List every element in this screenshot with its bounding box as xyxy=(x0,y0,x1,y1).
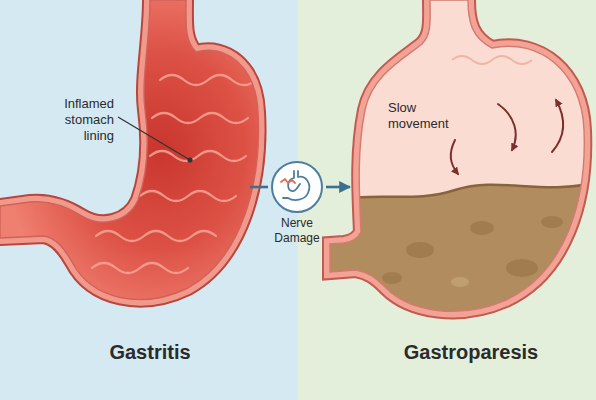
part-label: Slow movement xyxy=(388,100,468,132)
leader-dot xyxy=(187,157,192,162)
left-background xyxy=(0,0,298,400)
inflamed-lining xyxy=(0,0,258,300)
food-lump xyxy=(541,216,563,228)
icon-node: Nerve Damage xyxy=(268,160,326,250)
lining-edge xyxy=(330,0,584,311)
food-lump xyxy=(506,259,538,277)
connector-arrow xyxy=(326,186,350,189)
fold xyxy=(140,191,236,201)
movement-arrow xyxy=(498,104,516,150)
stomach-wall-outline xyxy=(0,0,258,300)
inflamed-stomach xyxy=(0,0,258,300)
movement-arrows xyxy=(451,100,563,174)
stomach-contents xyxy=(320,56,596,330)
food-mass xyxy=(320,182,596,330)
stomach-panel: Slow movementGastroparesis xyxy=(350,4,592,394)
fold xyxy=(96,231,216,241)
food-lump xyxy=(470,221,494,235)
food-lump xyxy=(406,242,434,258)
fold xyxy=(152,113,248,123)
panel-title: Gastritis xyxy=(70,340,230,364)
stomach-wall xyxy=(0,0,258,300)
icon-circle xyxy=(270,160,324,214)
food-lump xyxy=(451,277,469,287)
fold xyxy=(452,56,532,64)
icon-outline xyxy=(272,162,322,212)
part-label: Inflamed stomach lining xyxy=(44,96,114,144)
icon-label: Nerve Damage xyxy=(268,216,326,245)
panel-title: Gastroparesis xyxy=(391,340,551,364)
food-lump xyxy=(382,272,402,284)
movement-arrow xyxy=(451,140,458,174)
fold xyxy=(150,151,246,161)
fold xyxy=(160,75,256,85)
fold xyxy=(92,263,188,273)
nerve-stomach-glyph xyxy=(283,171,309,200)
connector-arrow xyxy=(250,186,268,189)
food-surface xyxy=(320,182,596,205)
lining-edge xyxy=(0,0,258,300)
movement-arrow xyxy=(552,100,563,152)
slow-stomach xyxy=(320,0,596,330)
leader-line xyxy=(118,117,190,160)
stomach-panel: Inflamed stomach liningGastritis xyxy=(4,4,250,394)
nerve-stomach-glyph xyxy=(281,179,295,183)
